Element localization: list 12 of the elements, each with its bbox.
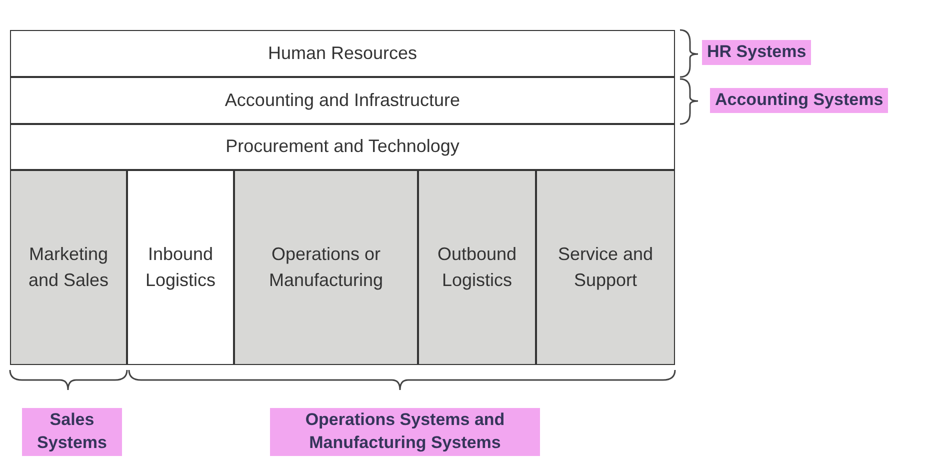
header-band: Human Resources: [10, 30, 675, 77]
annotation-label: HR Systems: [702, 40, 812, 65]
annotation-label: Accounting Systems: [710, 88, 888, 113]
annotation-label: Operations Systems and Manufacturing Systems: [270, 408, 540, 456]
column-box: Inbound Logistics: [127, 170, 234, 365]
header-band: Procurement and Technology: [10, 124, 675, 170]
column-box: Outbound Logistics: [418, 170, 536, 365]
column-box: Marketing and Sales: [10, 170, 127, 365]
column-box: Service and Support: [536, 170, 675, 365]
annotation-label: Sales Systems: [22, 408, 122, 456]
column-box: Operations or Manufacturing: [234, 170, 418, 365]
header-band: Accounting and Infrastructure: [10, 77, 675, 124]
